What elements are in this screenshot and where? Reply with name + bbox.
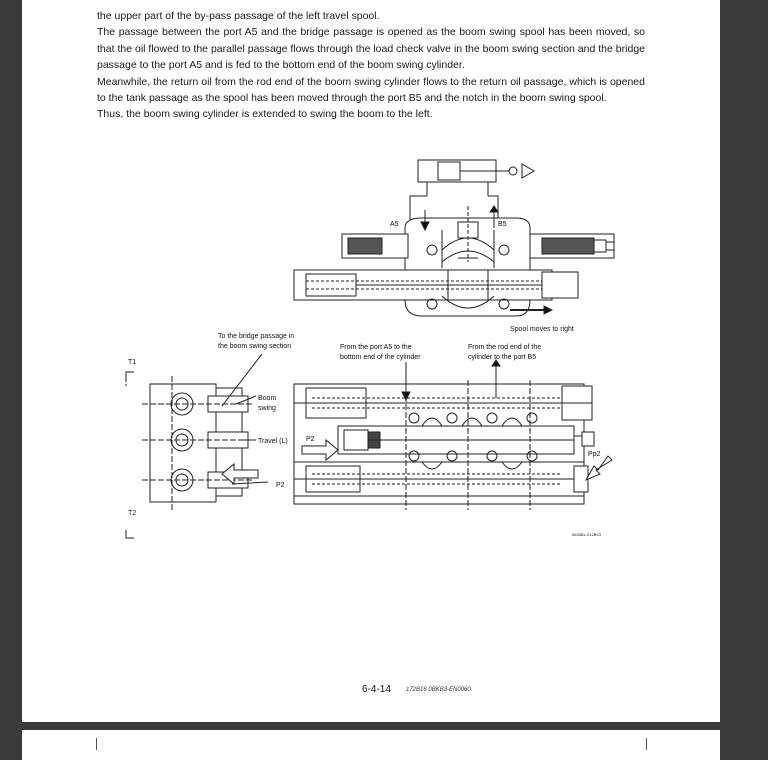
label-boom-2: swing (258, 405, 276, 412)
page-mark (646, 738, 647, 750)
figure-code: 0633BL-012B03 (572, 532, 602, 537)
label-boom-1: Boom (258, 395, 276, 402)
label-p2-mid: P2 (306, 436, 315, 443)
top-valve-section (293, 206, 615, 317)
body-text: the upper part of the by-pass passage of… (97, 8, 645, 123)
label-bridge-1: To the bridge passage in (218, 333, 294, 340)
label-t2: T2 (128, 510, 136, 517)
boom-swing-cylinder (409, 159, 535, 280)
hydraulic-valve-diagram: A5 B5 Spool moves to right To the bridge… (125, 159, 615, 539)
label-pp2: Pp2 (588, 451, 601, 458)
side-view-block (142, 376, 254, 510)
page-mark (96, 738, 97, 750)
label-spool-moves: Spool moves to right (510, 326, 574, 333)
label-from-a5-2: bottom end of the cylinder (340, 354, 421, 361)
label-from-a5-1: From the port A5 to the (340, 344, 412, 351)
document-code: 172B16 0BKB3-EN0060 (406, 687, 471, 693)
paragraph: Meanwhile, the return oil from the rod e… (97, 75, 645, 105)
label-travel: Travel (L) (258, 438, 288, 445)
document-page: the upper part of the by-pass passage of… (22, 0, 720, 722)
next-page (22, 730, 720, 760)
label-bridge-2: the boom swing section (218, 343, 291, 350)
label-t1: T1 (128, 359, 136, 366)
main-valve-section (293, 380, 595, 510)
label-from-rod-1: From the rod end of the (468, 344, 541, 351)
paragraph: Thus, the boom swing cylinder is extende… (97, 108, 433, 121)
label-from-rod-2: cylinder to the port B5 (468, 354, 536, 361)
paragraph: The passage between the port A5 and the … (97, 26, 645, 72)
label-a5: A5 (390, 221, 399, 228)
page-number: 6-4-14 (362, 684, 391, 695)
paragraph: the upper part of the by-pass passage of… (97, 10, 380, 22)
label-b5: B5 (498, 221, 507, 228)
label-p2-left: P2 (276, 482, 285, 489)
